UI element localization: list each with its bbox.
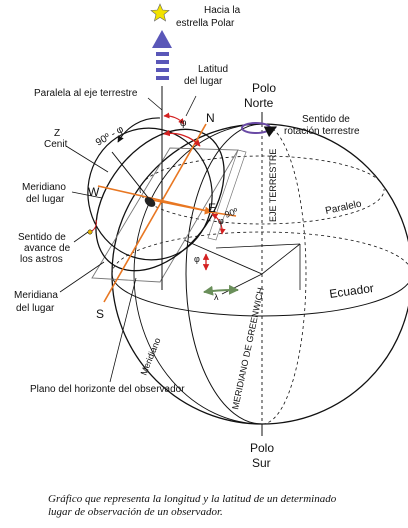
ninety-e-label: 90º xyxy=(223,206,240,220)
angle-arrows xyxy=(87,112,226,271)
plano-label: Plano del horizonte del observador xyxy=(30,384,185,395)
paralelo-label: Paralelo xyxy=(324,198,363,216)
rotation-arrow xyxy=(241,122,278,138)
figure-caption: Gráfico que representa la longitud y la … xyxy=(48,493,400,519)
ninety-phi-arc xyxy=(117,117,161,143)
phi-e-label: φ xyxy=(218,216,224,226)
phi-mid-label: φ xyxy=(194,254,200,264)
polaris-arrow xyxy=(152,30,172,80)
meridiano-label: Meridiano xyxy=(139,336,163,376)
lambda-label: λ xyxy=(214,292,219,302)
north-south-line xyxy=(103,123,207,303)
n-label: N xyxy=(206,111,215,125)
eje-terrestre-label: EJE TERRESTRE xyxy=(268,149,278,222)
leader-lines xyxy=(59,95,197,383)
sentido-rotacion-label: Sentido de rotación terrestre xyxy=(284,114,360,137)
local-meridian-circle xyxy=(87,127,213,261)
caption-line-2: lugar de observación de un observador. xyxy=(48,506,223,518)
hacia-polar-label: Hacia la estrella Polar xyxy=(176,5,243,29)
caption-line-1: Gráfico que representa la longitud y la … xyxy=(48,493,337,505)
paralela-label: Paralela al eje terrestre xyxy=(34,88,138,99)
meridiano-lugar-label: Meridiano del lugar xyxy=(22,182,69,205)
meridiano-greenwich-label: MERIDIANO DE GREENWICH xyxy=(230,287,266,411)
polo-sur-label: Polo Sur xyxy=(250,441,277,470)
latitud-label: Latitud del lugar xyxy=(184,64,231,87)
e-label: E xyxy=(208,201,216,215)
polo-norte-label: Polo Norte xyxy=(244,81,279,110)
earth-sphere xyxy=(111,112,408,436)
sentido-avance-label: Sentido de avance de los astros xyxy=(18,232,73,265)
meridiana-label: Meridiana del lugar xyxy=(14,290,61,314)
observer-figure xyxy=(144,197,156,207)
s-label: S xyxy=(96,307,104,321)
longitude-arrow xyxy=(203,284,239,296)
ecuador-label: Ecuador xyxy=(328,281,374,301)
star-icon xyxy=(150,3,170,22)
z-cenit-label: Z Cenit xyxy=(44,128,68,150)
w-label: W xyxy=(88,185,100,199)
phi-top-label: φ xyxy=(180,118,187,129)
